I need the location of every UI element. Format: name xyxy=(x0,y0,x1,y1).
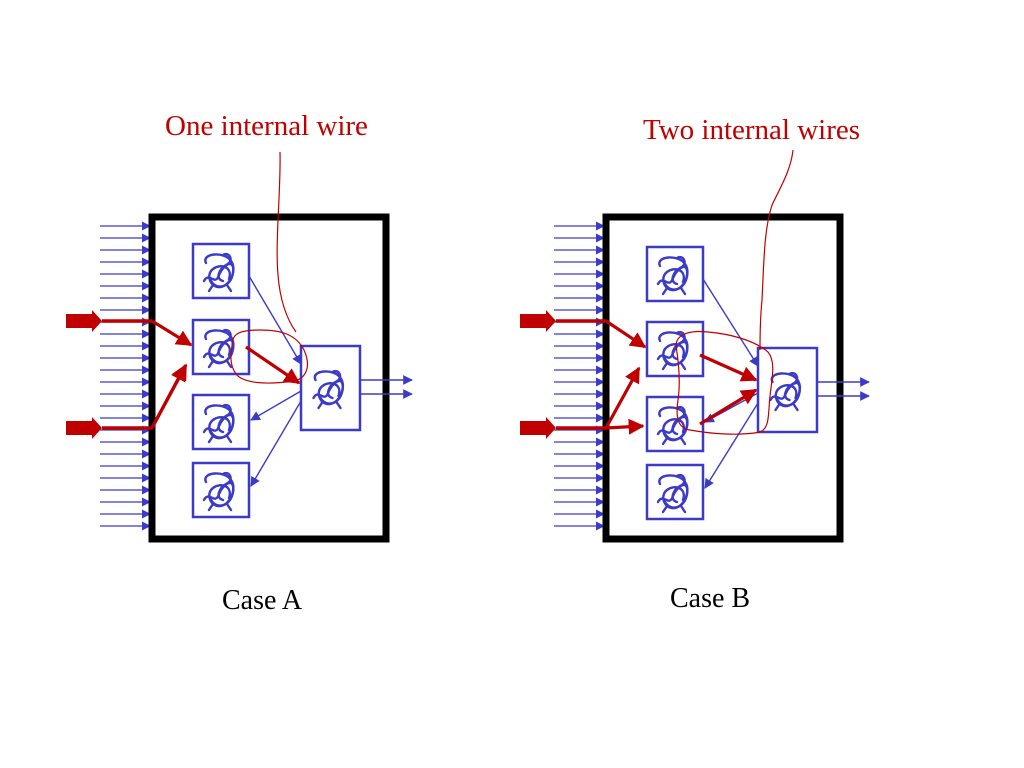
tangled-scribble-icon xyxy=(656,473,689,514)
tangled-scribble-icon xyxy=(202,328,235,369)
signal-paths xyxy=(150,319,301,429)
caption-case-a: Case A xyxy=(222,585,303,616)
wire xyxy=(250,400,302,487)
input-wires xyxy=(554,221,605,531)
leader-line-case-a xyxy=(276,151,297,333)
red-input-arrow xyxy=(520,310,556,332)
case-b-diagram xyxy=(520,213,870,543)
output-wires xyxy=(817,377,870,401)
input-wires xyxy=(100,221,151,531)
tangled-scribble-icon xyxy=(656,330,689,371)
signal-path xyxy=(604,366,641,429)
external-inputs xyxy=(66,310,152,439)
signal-path xyxy=(699,388,758,426)
wire xyxy=(702,278,759,367)
red-input-arrow xyxy=(520,417,556,439)
caption-case-b: Case B xyxy=(670,583,751,614)
tangled-scribble-icon xyxy=(769,371,802,412)
highlight-loop-case-b xyxy=(675,330,774,435)
module-4 xyxy=(645,463,705,521)
tangled-scribble-icon xyxy=(312,369,345,410)
case-a-diagram xyxy=(66,213,413,543)
external-inputs xyxy=(520,310,606,439)
module-3 xyxy=(191,393,251,451)
leader-line-case-b xyxy=(759,149,794,351)
internal-wires xyxy=(702,278,759,489)
tangled-scribble-icon xyxy=(202,403,235,444)
module-1 xyxy=(191,242,251,300)
output-module xyxy=(756,346,819,434)
module-3 xyxy=(645,395,705,453)
module-1 xyxy=(645,245,705,303)
module-4 xyxy=(191,461,251,519)
annotation-two-internal-wires: Two internal wires xyxy=(643,114,861,146)
red-input-arrow xyxy=(66,417,102,439)
module-2 xyxy=(645,320,705,378)
module-2 xyxy=(191,318,251,376)
output-module xyxy=(299,344,362,432)
internal-wires xyxy=(248,275,302,487)
wire xyxy=(248,275,302,365)
highlight-loop-case-a xyxy=(230,329,308,384)
wire xyxy=(704,402,759,489)
tangled-scribble-icon xyxy=(656,405,689,446)
outer-frame xyxy=(148,213,390,543)
wire xyxy=(250,390,302,421)
highlight-annotations xyxy=(230,149,794,435)
tangled-scribble-icon xyxy=(656,255,689,296)
signal-path xyxy=(245,345,301,385)
output-wires xyxy=(360,375,413,399)
signal-paths xyxy=(604,319,758,435)
outer-frame xyxy=(602,213,844,543)
signal-path xyxy=(151,319,193,347)
signal-path xyxy=(150,363,188,429)
annotation-one-internal-wire: One internal wire xyxy=(165,110,368,142)
tangled-scribble-icon xyxy=(202,471,235,512)
signal-path xyxy=(699,353,758,382)
signal-path xyxy=(605,319,647,349)
tangled-scribble-icon xyxy=(202,252,235,293)
signal-path xyxy=(605,418,645,435)
red-input-arrow xyxy=(66,310,102,332)
